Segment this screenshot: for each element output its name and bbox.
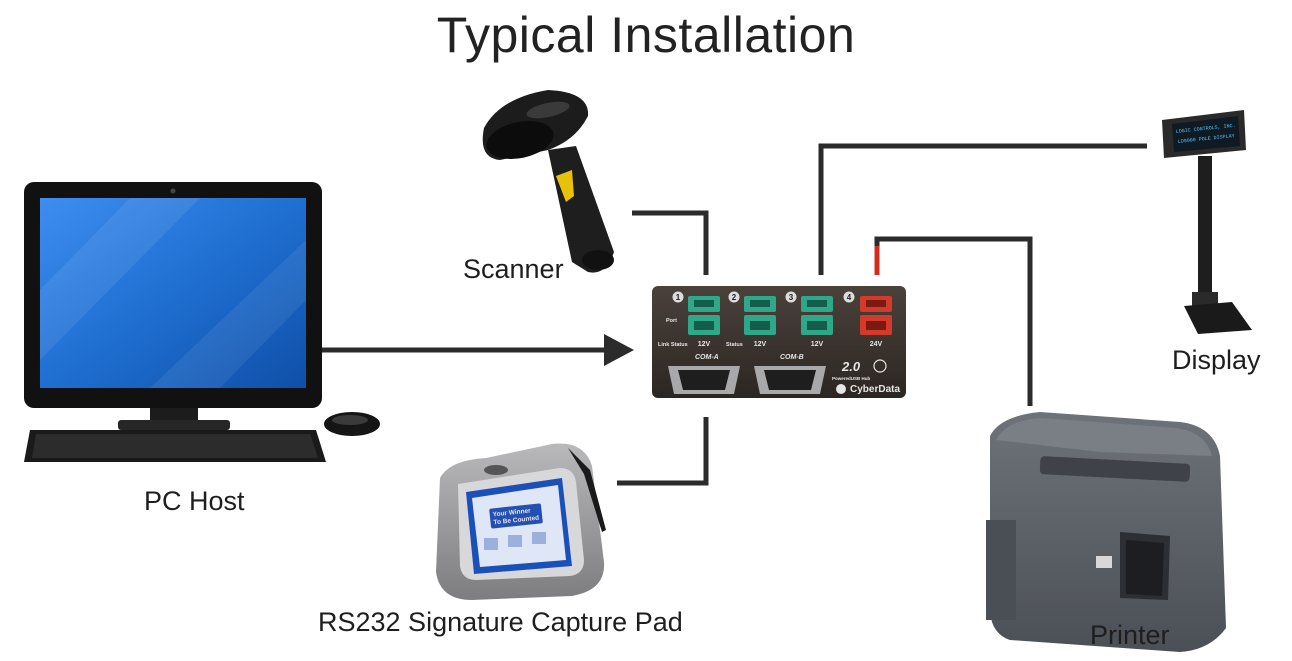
connection-lines	[320, 143, 1147, 486]
port-voltage: 12V	[754, 341, 767, 348]
pc-host-label: PC Host	[144, 486, 245, 516]
hub-link-status-label: Link Status	[658, 342, 688, 348]
com-b-label: COM-B	[780, 354, 804, 361]
scanner-label: Scanner	[463, 254, 564, 284]
diagram-title: Typical Installation	[436, 7, 856, 63]
stylus	[568, 448, 606, 532]
printer-button	[1096, 556, 1112, 568]
display-base	[1184, 302, 1252, 334]
port-number: 3	[789, 293, 794, 302]
webcam-icon	[170, 188, 176, 194]
monitor-stand	[150, 408, 198, 422]
port-number: 2	[732, 293, 737, 302]
pad-to-hub-line	[617, 417, 709, 486]
port-number: 4	[847, 293, 852, 302]
hub-port-4: 4 24V	[843, 291, 892, 348]
hub-port-label: Port	[666, 318, 677, 324]
port-voltage: 12V	[698, 341, 711, 348]
hub-port-2: 2 12V	[728, 291, 776, 348]
usb-icon	[873, 359, 887, 373]
display-screen-line-2: LD9000 POLE DISPLAY	[1178, 133, 1235, 145]
pc-host-image	[24, 182, 380, 462]
port-number: 1	[676, 293, 681, 302]
usb-badge: 2.0	[841, 359, 861, 374]
display-label: Display	[1172, 345, 1261, 375]
signature-pad-image: Your Winner To Be Counted	[436, 443, 606, 600]
pole-display-image: LOGIC CONTROLS, INC. LD9000 POLE DISPLAY	[1162, 110, 1252, 334]
usb-hub-image: 1 12V 2 12V 3 12V 4	[652, 286, 906, 398]
display-to-hub-line	[818, 143, 1147, 275]
scanner-image	[482, 90, 614, 273]
display-pole	[1198, 156, 1212, 296]
hub-status-label: Status	[726, 342, 743, 348]
pc-to-hub-arrowhead	[604, 334, 634, 366]
hub-brand: CyberData	[850, 384, 900, 395]
port-voltage: 24V	[870, 341, 883, 348]
trigger	[556, 170, 574, 202]
printer-label: Printer	[1090, 620, 1170, 650]
com-a-port	[668, 366, 740, 394]
cyberdata-logo-icon	[836, 384, 846, 394]
usb-badge-sub: PoweredUSB Hub	[832, 376, 871, 381]
com-a-label: COM-A	[695, 354, 719, 361]
pad-screen-line-2: To Be Counted	[493, 515, 539, 527]
hub-port-1: 1 12V	[672, 291, 720, 348]
monitor-screen	[40, 198, 306, 388]
scanner-to-hub-line	[632, 210, 709, 275]
port-voltage: 12V	[811, 341, 824, 348]
hub-port-3: 3 12V	[785, 291, 833, 348]
com-b-port	[754, 366, 826, 394]
pad-screen-line-1: Your Winner	[492, 507, 531, 518]
printer-image	[986, 412, 1226, 652]
signature-pad-label: RS232 Signature Capture Pad	[318, 607, 683, 637]
